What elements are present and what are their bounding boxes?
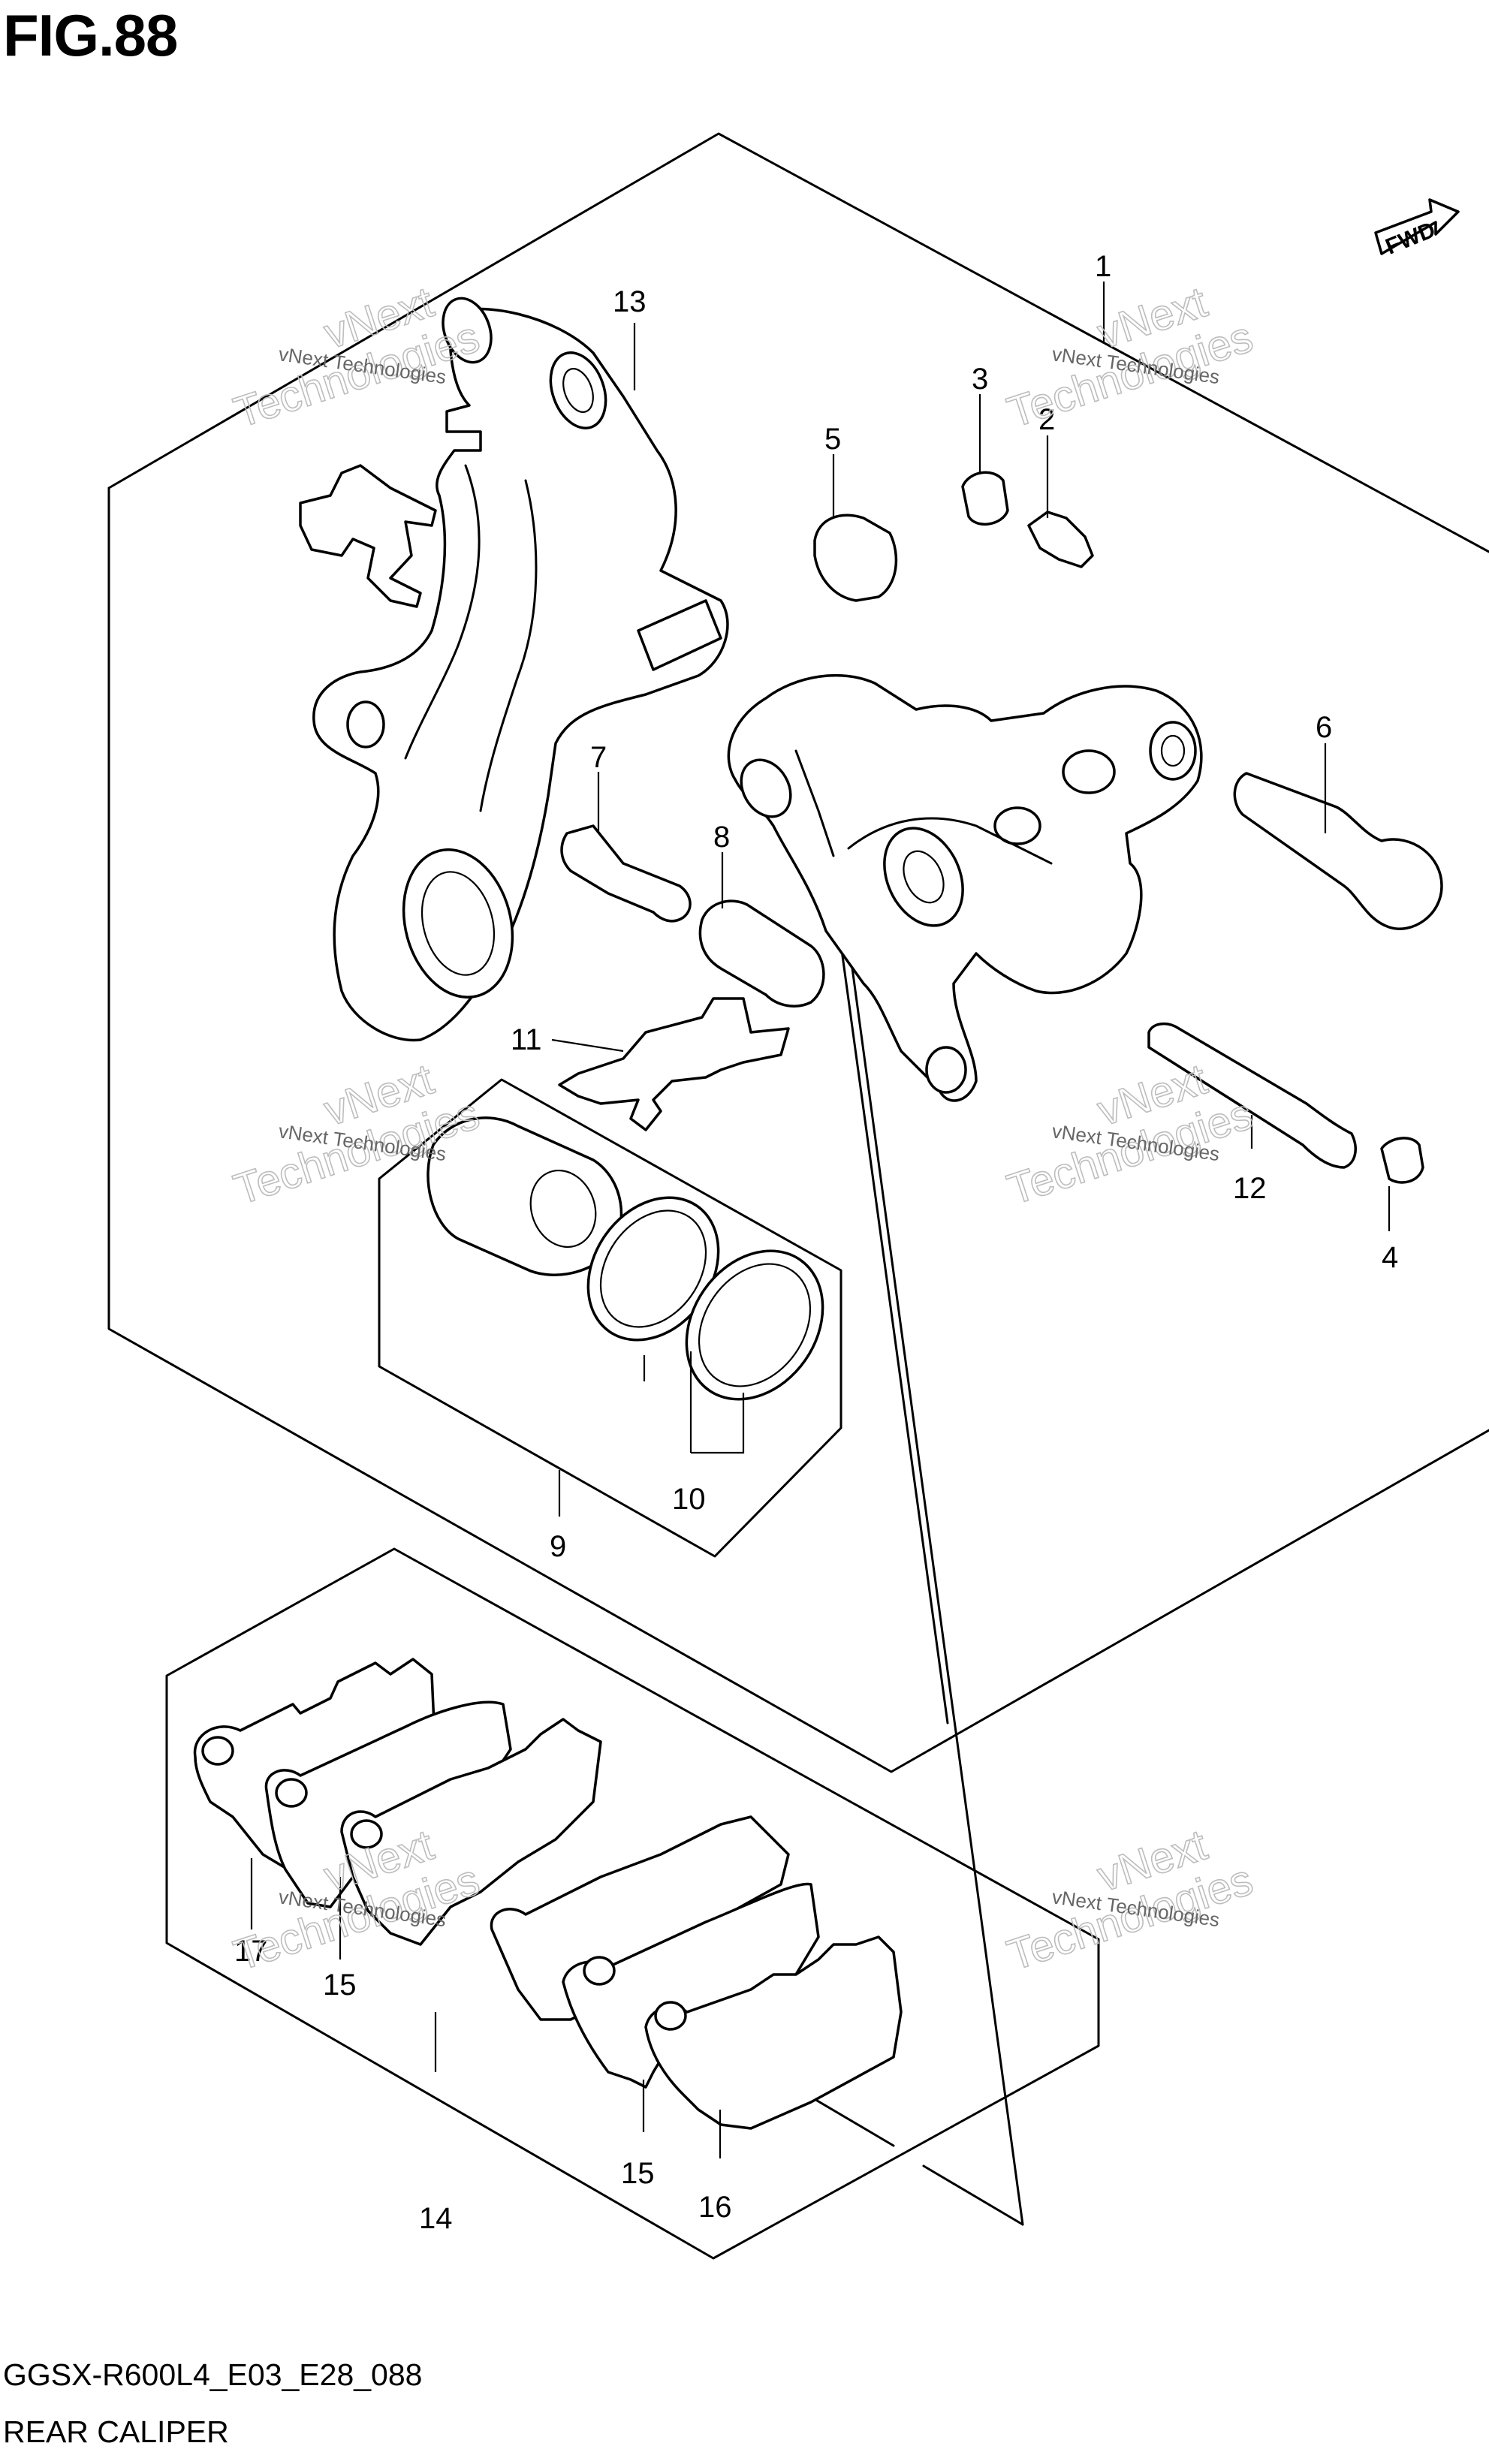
callout-1: 1	[1095, 250, 1111, 283]
pad-spring	[558, 997, 790, 1131]
callout-9: 9	[550, 1530, 566, 1563]
callout-6: 6	[1316, 711, 1332, 744]
callout-2: 2	[1038, 403, 1055, 436]
assembly-outline-right	[107, 486, 1489, 1773]
callout-14: 14	[419, 2202, 453, 2235]
callout-11: 11	[511, 1023, 542, 1056]
callout-16: 16	[698, 2191, 732, 2224]
assembly-outline-upper	[107, 132, 1489, 553]
piston	[427, 1116, 623, 1276]
slide-pin	[1233, 772, 1443, 930]
guide-line-b	[833, 839, 1024, 2226]
callout-13: 13	[613, 285, 647, 318]
fwd-arrow-icon: FWD	[1374, 198, 1460, 260]
watermark-6: vNext Technologies vNext Technologies	[1001, 1820, 1259, 1981]
brake-pad-15b	[340, 1718, 602, 1946]
callout-8: 8	[713, 821, 730, 854]
callout-15a: 15	[323, 1968, 357, 2002]
guide-line-c	[922, 2164, 1024, 2226]
figure-title: FIG.88	[3, 2, 178, 68]
bleeder-valve	[1027, 511, 1094, 568]
caliper-bracket	[312, 297, 729, 1042]
document-code: GGSX-R600L4_E03_E28_088	[3, 2357, 423, 2392]
brake-pad-15a	[264, 1700, 512, 1908]
bracket-clip	[299, 464, 437, 608]
caliper-body	[727, 673, 1203, 1102]
callout-5: 5	[824, 423, 841, 456]
callout-3: 3	[972, 363, 988, 396]
pad-set-outline	[165, 1547, 1100, 2260]
bleeder-cap	[961, 471, 1009, 526]
piston-kit-outline	[378, 1078, 842, 1558]
leader-lines	[250, 282, 1391, 2158]
callout-15b: 15	[621, 2157, 655, 2190]
figure-caption: REAR CALIPER	[3, 2414, 229, 2449]
callout-10: 10	[672, 1483, 706, 1516]
callout-17: 17	[234, 1935, 268, 1968]
slide-pin-boot	[813, 514, 898, 602]
pin-sleeve	[698, 899, 825, 1008]
callout-7: 7	[590, 741, 607, 774]
callout-12: 12	[1233, 1172, 1267, 1205]
plug	[1380, 1137, 1424, 1184]
callout-4: 4	[1382, 1241, 1398, 1274]
pin-bolt	[560, 824, 692, 923]
guide-pin	[1147, 1023, 1357, 1169]
watermark-2: vNext Technologies vNext Technologies	[1001, 277, 1259, 438]
